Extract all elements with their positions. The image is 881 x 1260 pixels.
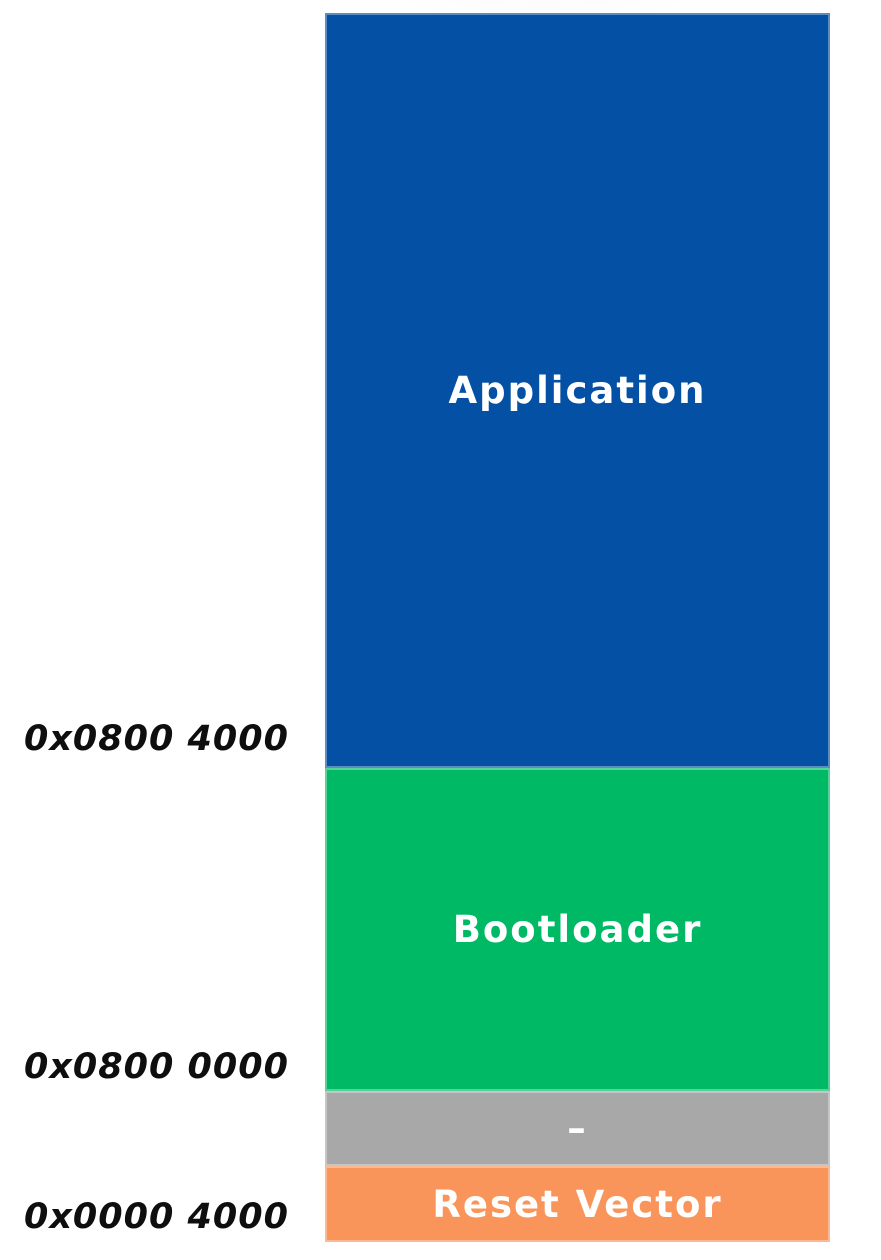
application-label: Application [448,369,707,412]
address-label-0x0800-0000: 0x0800 0000 [24,1047,289,1087]
reset-vector-label: Reset Vector [432,1182,723,1226]
address-label-0x0000-4000: 0x0000 4000 [24,1197,289,1237]
memory-block-reserved: – [325,1091,830,1166]
memory-block-bootloader: Bootloader [325,768,830,1091]
address-label-0x0800-4000: 0x0800 4000 [24,719,289,759]
bootloader-label: Bootloader [452,908,703,951]
memory-block-reset-vector: Reset Vector [325,1166,830,1242]
reserved-dash-label: – [567,1107,588,1150]
memory-block-application: Application [325,13,830,768]
